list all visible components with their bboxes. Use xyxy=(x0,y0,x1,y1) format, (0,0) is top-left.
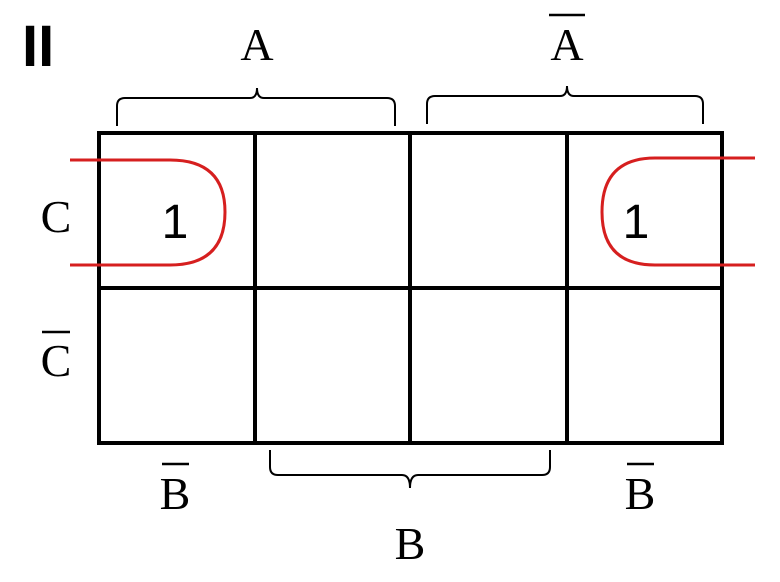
cell-r0-c0: 1 xyxy=(162,196,189,249)
panel-label: II xyxy=(22,14,54,79)
group-loop-right xyxy=(600,156,755,267)
label-c: C xyxy=(41,191,72,242)
brace-bottom xyxy=(269,450,551,489)
label-b-bar-right: B xyxy=(625,468,656,519)
cell-r0-c3: 1 xyxy=(623,196,650,249)
kmap-grid xyxy=(97,131,724,445)
label-b: B xyxy=(395,518,426,569)
brace-top-right xyxy=(426,85,704,124)
brace-top-left xyxy=(116,87,396,126)
label-a-bar: A xyxy=(550,19,583,70)
group-loop-left xyxy=(70,158,227,267)
label-a: A xyxy=(240,19,273,70)
label-b-bar-left: B xyxy=(160,468,191,519)
cell-values: 1 1 xyxy=(162,196,650,249)
label-c-bar: C xyxy=(41,335,72,386)
